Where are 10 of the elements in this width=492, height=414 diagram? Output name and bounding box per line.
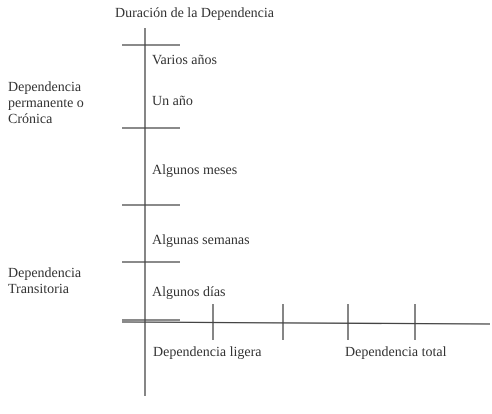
category-label: Dependencia total [345, 345, 446, 361]
category-label: Dependencia Transitoria [8, 266, 82, 298]
tick-label: Algunos días [152, 285, 226, 301]
category-label: Dependencia ligera [153, 345, 262, 361]
tick-label: Varios años [152, 53, 217, 69]
tick-label: Algunos meses [152, 163, 238, 179]
chart-title: Duración de la Dependencia [115, 6, 274, 22]
tick-label: Un año [152, 94, 193, 110]
tick-label: Algunas semanas [152, 233, 250, 249]
category-label: Dependencia permanente o Crónica [8, 80, 85, 128]
